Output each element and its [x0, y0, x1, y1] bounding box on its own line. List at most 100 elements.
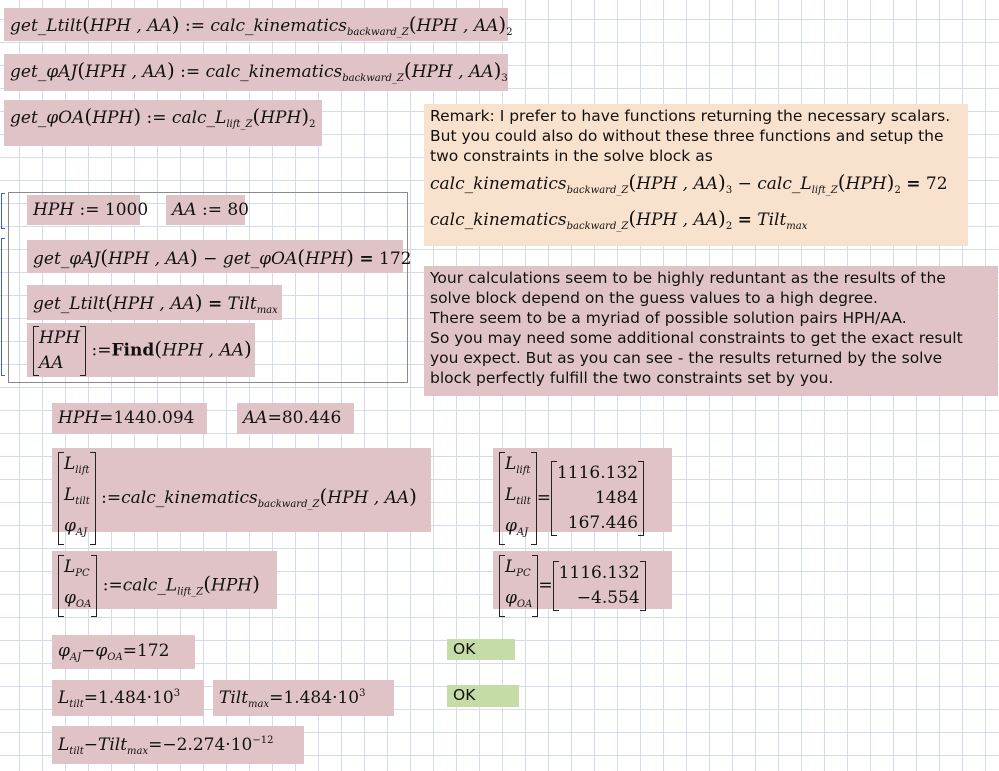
math-token: HPH , AA [162, 340, 244, 361]
math-token: 3 [725, 185, 733, 196]
def-fn: calc_kinematics [205, 62, 343, 82]
math-token: := [102, 575, 123, 596]
math-token: = [737, 210, 752, 230]
kinematics-evaluation[interactable]: Llift Ltilt φAJ = 1116.132 1484 167.446 [493, 448, 672, 545]
lift-evaluation[interactable]: LPC φOA = 1116.132 −4.554 [493, 551, 672, 617]
check-difference[interactable]: Ltilt−Tiltmax=−2.274·10−12 [52, 726, 304, 764]
math-token: calc_kinematics [430, 174, 567, 194]
def-fn-sub: backward_Z [342, 73, 404, 84]
math-token: HPH [211, 575, 253, 596]
math-token: − [83, 735, 98, 755]
math-token: 1440.094 [113, 408, 195, 428]
remark-text-2: Your calculations seem to be highly redu… [430, 269, 963, 387]
math-token: 10 [230, 735, 253, 755]
math-token: HPH , AA [636, 210, 718, 230]
lift-eval-vector: LPC φOA [499, 555, 539, 617]
math-token: OA [107, 652, 123, 663]
math-token: := [201, 200, 222, 220]
def-fn: calc_kinematics [210, 16, 348, 36]
math-token: backward_Z [566, 185, 629, 196]
math-token: φ [95, 641, 108, 661]
kinematics-definition[interactable]: Llift Ltilt φAJ :=calc_kinematicsbackwar… [52, 448, 431, 545]
math-token: L [505, 557, 517, 577]
math-token: max [127, 746, 149, 757]
math-token: · [332, 688, 338, 708]
math-token: φ [58, 641, 70, 661]
math-token: AA [172, 200, 197, 220]
result-aa[interactable]: AA=80.446 [237, 403, 354, 434]
math-token: φ [64, 588, 76, 608]
math-token: HPH [845, 174, 887, 194]
remark-box-2[interactable]: Your calculations seem to be highly redu… [424, 266, 998, 396]
remark-box-1[interactable]: Remark: I prefer to have functions retur… [424, 104, 968, 246]
math-token: backward_Z [257, 499, 320, 510]
def-fn-args: HPH [260, 108, 302, 128]
math-token: calc_kinematics [430, 210, 567, 230]
def-get-ltilt[interactable]: get_Ltilt(HPH , AA) := calc_kinematicsba… [4, 8, 513, 41]
math-token: get_Ltilt [33, 294, 106, 314]
constraint-angle[interactable]: get_φAJ(HPH , AA) − get_φOA(HPH) = 172 [27, 240, 411, 273]
check-ltilt[interactable]: Ltilt=1.484·103 [52, 680, 204, 716]
def-index: 3 [501, 73, 508, 84]
math-token: HPH , AA [327, 488, 410, 508]
ok-badge-2: OK [447, 685, 519, 707]
def-fn-sub: backward_Z [347, 27, 409, 38]
math-token: − [203, 249, 218, 269]
assign-op: := [146, 108, 167, 128]
math-token: HPH , AA [112, 294, 195, 314]
math-token: tilt [69, 746, 84, 757]
math-token: tilt [69, 699, 84, 710]
remark-equation-1: calc_kinematicsbackward_Z(HPH , AA)3 − c… [430, 170, 948, 196]
math-token: := [101, 488, 122, 508]
result-hph[interactable]: HPH=1440.094 [52, 403, 207, 434]
math-token: Tilt [219, 688, 249, 708]
def-get-phiaj[interactable]: get_φAJ(HPH , AA) := calc_kinematicsback… [4, 54, 508, 91]
math-token: 2 [725, 221, 733, 232]
solve-block-bracket-1 [1, 193, 5, 229]
math-token: 72 [925, 174, 948, 194]
math-token: calc_L [757, 174, 812, 194]
def-fn-args: HPH , AA [416, 16, 499, 36]
find-statement[interactable]: HPH AA :=Find(HPH , AA) [27, 323, 255, 377]
math-token: OA [75, 599, 92, 610]
math-token: AJ [69, 652, 82, 663]
constraint-tilt[interactable]: get_Ltilt(HPH , AA) = Tiltmax [27, 285, 282, 320]
math-token: = [536, 488, 551, 508]
math-token: 80 [227, 200, 249, 220]
math-token: OA [516, 599, 533, 610]
math-token: 3 [173, 688, 181, 699]
lift-definition[interactable]: LPC φOA :=calc_Llift_Z(HPH) [52, 551, 277, 617]
guess-aa[interactable]: AA := 80 [166, 195, 249, 225]
math-token: := [79, 200, 100, 220]
math-token: − [737, 174, 752, 194]
math-token: lift [516, 465, 531, 476]
math-token: AJ [516, 527, 529, 538]
math-token: = [906, 174, 921, 194]
math-token: 167.446 [567, 513, 639, 533]
math-token: HPH [58, 408, 100, 428]
def-lhs: get_Ltilt [10, 16, 83, 36]
math-token: calc_L [122, 575, 178, 596]
math-token: · [225, 735, 231, 755]
math-token: max [248, 699, 270, 710]
kinematics-values: 1116.132 1484 167.446 [550, 461, 645, 536]
def-args: HPH , AA [85, 62, 167, 82]
math-token: L [64, 557, 76, 577]
math-token: 1116.132 [556, 463, 639, 483]
math-token: lift_Z [811, 185, 838, 196]
math-token: 172 [379, 249, 412, 269]
math-token: = [83, 688, 98, 708]
math-token: 10 [152, 688, 174, 708]
check-angle-difference[interactable]: φAJ−φOA=172 [52, 635, 195, 669]
math-token: AJ [75, 527, 88, 538]
math-token: L [64, 454, 76, 474]
math-token: −12 [252, 735, 274, 746]
def-args: HPH , AA [89, 16, 172, 36]
math-token: = [148, 735, 163, 755]
math-token: · [146, 688, 153, 708]
math-token: PC [516, 568, 531, 579]
math-token: = [269, 688, 284, 708]
def-get-phioa[interactable]: get_φOA(HPH) := calc_Llift_Z(HPH)2 [4, 100, 322, 146]
check-tiltmax[interactable]: Tiltmax=1.484·103 [213, 680, 394, 716]
guess-hph[interactable]: HPH := 1000 [27, 195, 148, 225]
